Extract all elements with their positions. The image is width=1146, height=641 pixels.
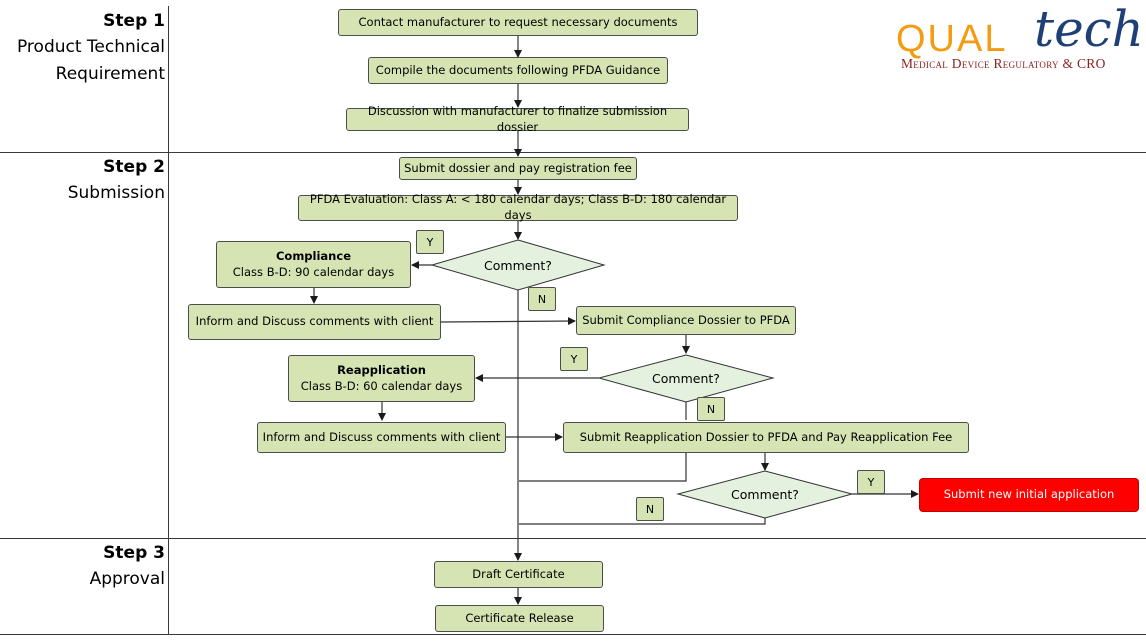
certificate-release-box: Certificate Release (435, 605, 604, 632)
yes-tag-2: Y (560, 347, 588, 371)
reapplication-box: Reapplication Class B-D: 60 calendar day… (288, 355, 475, 402)
submit-dossier-box: Submit dossier and pay registration fee (399, 157, 637, 180)
compile-documents-box: Compile the documents following PFDA Gui… (368, 57, 668, 84)
step-1-label: Step 1 Product Technical Requirement (17, 9, 165, 88)
step-1-number: Step 1 (103, 11, 165, 31)
logo-tagline: Medical Device Regulatory & CRO (901, 56, 1106, 71)
decision-1-label: Comment? (484, 257, 552, 273)
no-tag-2: N (697, 397, 725, 421)
no-tag-3: N (636, 497, 664, 521)
lane-label-divider (168, 6, 169, 634)
logo-brand-qual: QUAL (896, 18, 1008, 60)
decision-diamond-3 (676, 470, 854, 519)
lane-divider-top (0, 152, 1146, 153)
step-2-label: Step 2 Submission (68, 155, 165, 207)
contact-manufacturer-box: Contact manufacturer to request necessar… (338, 9, 698, 36)
new-application-box: Submit new initial application (919, 478, 1139, 512)
reapplication-detail: Class B-D: 60 calendar days (300, 378, 463, 393)
reapplication-title: Reapplication (337, 362, 426, 377)
qualtech-logo: QUAL tech Medical Device Regulatory & CR… (892, 0, 1144, 78)
step-3-title: Approval (89, 569, 165, 589)
logo-brand-tech: tech (1034, 0, 1144, 58)
submit-compliance-box: Submit Compliance Dossier to PFDA (576, 306, 796, 335)
step-1-subtitle: Requirement (55, 64, 165, 84)
submit-reapplication-box: Submit Reapplication Dossier to PFDA and… (563, 422, 969, 453)
step-3-label: Step 3 Approval (90, 541, 165, 593)
inform-client-box-1: Inform and Discuss comments with client (188, 304, 441, 340)
yes-tag-3: Y (857, 470, 885, 494)
pfda-evaluation-box: PFDA Evaluation: Class A: < 180 calendar… (298, 192, 738, 222)
no-tag-1: N (528, 287, 556, 311)
step-2-title: Submission (67, 183, 165, 203)
lane-divider-bottom (0, 634, 1146, 635)
inform-client-box-2: Inform and Discuss comments with client (257, 422, 506, 453)
decision-diamond-1 (430, 239, 606, 291)
compliance-box: Compliance Class B-D: 90 calendar days (216, 241, 411, 288)
decision-3-label: Comment? (731, 486, 799, 502)
lane-divider-middle (0, 538, 1146, 539)
step-2-number: Step 2 (103, 157, 165, 177)
step-1-title: Product Technical (16, 37, 165, 57)
draft-certificate-box: Draft Certificate (434, 561, 603, 588)
compliance-detail: Class B-D: 90 calendar days (232, 264, 395, 279)
step-3-number: Step 3 (103, 543, 165, 563)
compliance-title: Compliance (275, 248, 351, 263)
yes-tag-1: Y (416, 230, 444, 254)
decision-2-label: Comment? (652, 370, 720, 386)
discussion-box: Discussion with manufacturer to finalize… (346, 104, 689, 134)
decision-diamond-2 (597, 354, 775, 403)
